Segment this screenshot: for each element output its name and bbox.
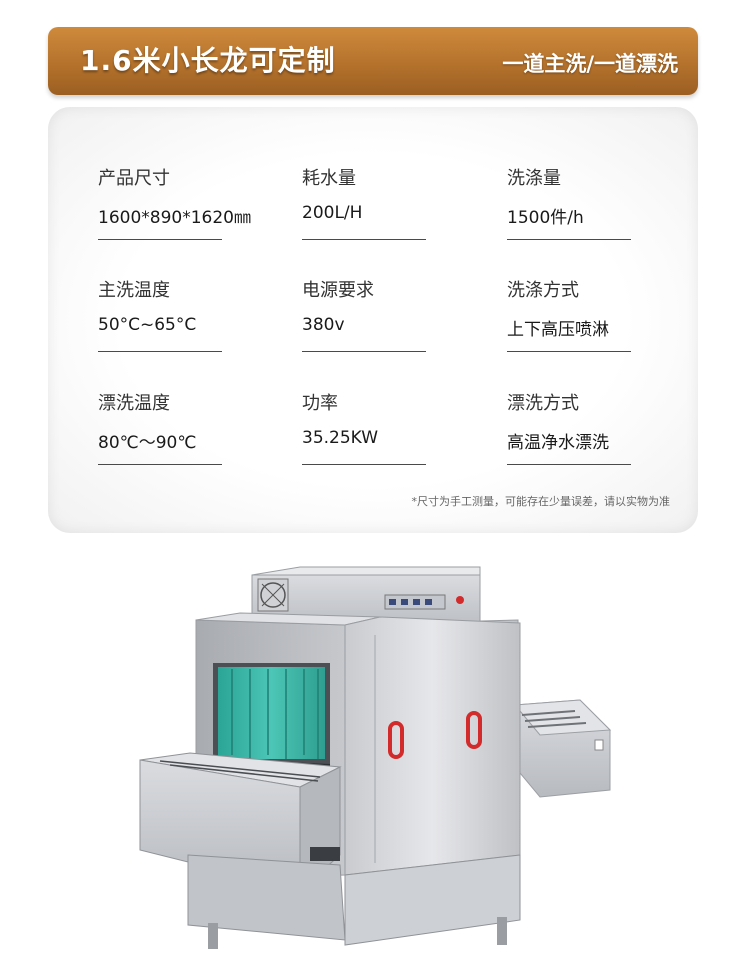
spec-divider — [302, 464, 426, 465]
spec-divider — [98, 464, 222, 465]
title-banner: 1.6米小长龙可定制 一道主洗/一道漂洗 — [48, 27, 698, 95]
spec-label: 洗涤方式 — [507, 280, 579, 301]
measurement-note: *尺寸为手工测量，可能存在少量误差，请以实物为准 — [411, 495, 671, 508]
curtain-opening — [213, 663, 331, 773]
banner-subtitle: 一道主洗/一道漂洗 — [502, 52, 678, 76]
spec-label: 耗水量 — [302, 168, 356, 189]
machine-base — [187, 847, 521, 949]
spec-divider — [302, 239, 426, 240]
spec-label: 功率 — [302, 393, 338, 414]
spec-value: 1600*890*1620㎜ — [98, 208, 251, 228]
spec-divider — [98, 239, 222, 240]
spec-divider — [302, 351, 426, 352]
dishwasher-image — [139, 566, 612, 949]
spec-value: 上下高压喷淋 — [507, 320, 609, 340]
spec-divider — [507, 351, 631, 352]
spec-label: 洗涤量 — [507, 168, 561, 189]
banner-title: 1.6米小长龙可定制 — [80, 44, 336, 77]
spec-value: 80℃～90℃ — [98, 433, 197, 453]
spec-divider — [507, 464, 631, 465]
spec-card: 产品尺寸 1600*890*1620㎜ 耗水量 200L/H 洗涤量 1500件… — [48, 107, 698, 533]
spec-label: 主洗温度 — [98, 280, 170, 301]
spec-value: 35.25KW — [302, 428, 379, 448]
spec-value: 高温净水漂洗 — [507, 433, 609, 453]
outfeed-table — [513, 699, 612, 798]
spec-divider — [507, 239, 631, 240]
spec-label: 产品尺寸 — [98, 168, 170, 189]
spec-label: 漂洗温度 — [98, 393, 170, 414]
spec-value: 200L/H — [302, 203, 363, 223]
spec-label: 漂洗方式 — [507, 393, 579, 414]
spec-value: 380v — [302, 315, 345, 335]
spec-label: 电源要求 — [302, 280, 374, 301]
spec-divider — [98, 351, 222, 352]
spec-value: 1500件/h — [507, 208, 584, 228]
spec-value: 50°C~65°C — [98, 315, 197, 335]
